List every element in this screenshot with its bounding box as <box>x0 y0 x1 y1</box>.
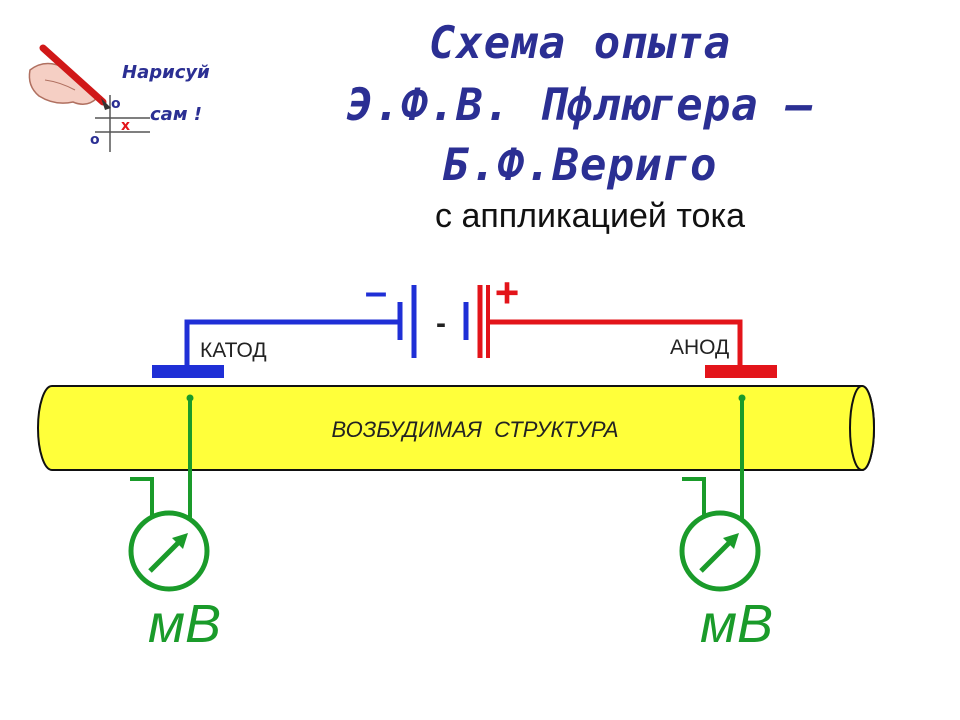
anode-electrode <box>705 365 777 378</box>
svg-text:o: o <box>90 132 100 148</box>
draw-yourself-badge: x o o <box>25 40 240 155</box>
title-line-2: Э.Ф.В. Пфлюгера – <box>346 80 814 131</box>
excitable-structure <box>37 385 875 471</box>
badge-text-line-2: сам ! <box>150 104 203 125</box>
anode-label: АНОД <box>670 336 729 359</box>
left-measurement-circuit <box>128 394 210 592</box>
svg-text:o: o <box>111 96 121 112</box>
anode-wire <box>488 319 743 365</box>
right-voltmeter-unit: мВ <box>700 594 773 654</box>
battery-minus-sign: – <box>365 270 387 314</box>
left-voltmeter-unit: мВ <box>148 594 221 654</box>
cathode-label: КАТОД <box>200 339 267 362</box>
battery-symbol <box>397 285 490 358</box>
svg-text:x: x <box>121 118 130 134</box>
badge-text-line-1: Нарисуй <box>122 62 210 83</box>
title-line-1: Схема опыта <box>428 18 732 69</box>
cathode-wire <box>184 319 400 365</box>
structure-label: ВОЗБУДИМАЯ СТРУКТУРА <box>331 417 618 442</box>
battery-plus-sign: + <box>495 269 520 316</box>
battery-gap-label: - <box>436 307 446 340</box>
right-measurement-circuit <box>679 394 761 592</box>
subtitle: с аппликацией тока <box>435 197 745 235</box>
title-line-3: Б.Ф.Вериго <box>442 140 718 191</box>
cathode-electrode <box>152 365 224 378</box>
hand-pencil-icon: x o o <box>28 44 150 152</box>
